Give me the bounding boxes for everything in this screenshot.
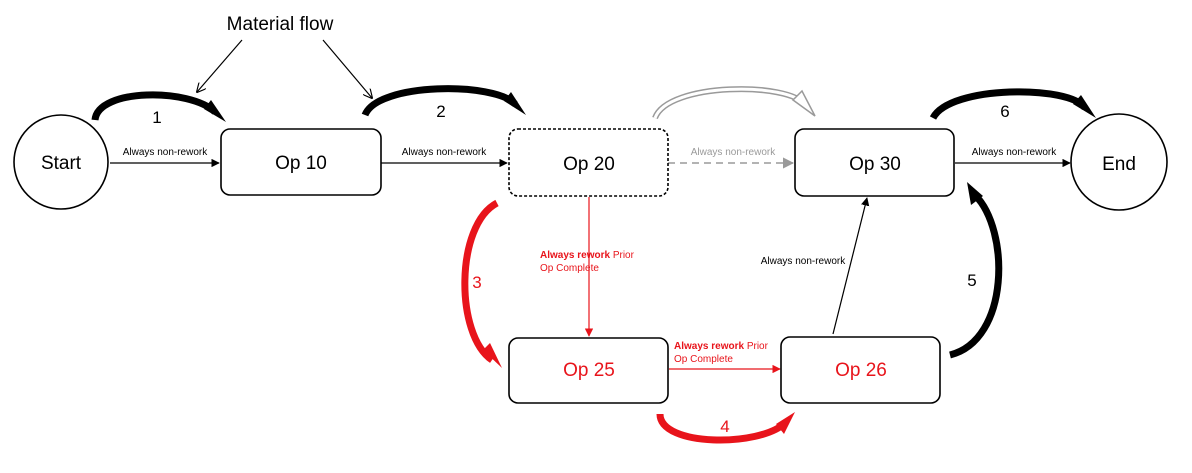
edge-label-op30-end: Always non-rework	[972, 147, 1057, 158]
edge-op26-op30	[832, 197, 870, 335]
node-op25-label: Op 25	[563, 360, 615, 381]
flow-arrowhead-1	[204, 100, 226, 122]
edge-label-op25-op26-rest: Prior	[744, 341, 769, 352]
node-end: End	[1070, 113, 1168, 211]
flow-number-2: 2	[436, 102, 445, 121]
flow-arrow-3	[461, 199, 499, 363]
edge-label-op20-op25-bold: Always rework	[540, 250, 610, 261]
flow-arrow-4	[656, 413, 788, 444]
node-op20: Op 20	[508, 128, 669, 197]
node-start-label: Start	[41, 153, 82, 174]
flow-number-1: 1	[152, 108, 161, 127]
flow-arrowhead-4	[776, 412, 795, 434]
node-end-label: End	[1102, 154, 1136, 175]
node-op25: Op 25	[508, 337, 669, 404]
node-op30-label: Op 30	[849, 154, 901, 175]
edge-label-op20-op25-line2: Op Complete	[540, 263, 599, 274]
flow-arrowhead-3	[483, 343, 502, 368]
flow-arrowhead-2	[504, 92, 526, 115]
node-start: Start	[13, 114, 109, 210]
title-pointer-right	[322, 39, 372, 98]
diagram-title: Material flow	[227, 14, 334, 35]
edge-label-op25-op26-bold: Always rework	[674, 341, 744, 352]
flow-arrowhead-6	[1073, 95, 1096, 118]
flow-arrow-6	[929, 88, 1088, 121]
flow-arrowhead-gray	[791, 89, 816, 117]
flow-arrow-1	[91, 91, 218, 121]
flow-number-3: 3	[472, 273, 481, 292]
node-op26: Op 26	[780, 336, 941, 404]
node-op10-label: Op 10	[275, 153, 327, 174]
title-pointer-left	[197, 39, 243, 92]
flow-arrowhead-5	[967, 182, 983, 205]
flow-arrow-2	[361, 85, 518, 117]
edge-label-start-op10: Always non-rework	[123, 147, 208, 158]
node-op10: Op 10	[220, 128, 382, 196]
flow-number-5: 5	[967, 271, 976, 290]
node-op20-label: Op 20	[563, 154, 615, 175]
flow-number-4: 4	[720, 417, 729, 436]
edge-label-op25-op26: Always rework Prior	[674, 341, 769, 352]
edge-label-op20-op25-rest: Prior	[610, 250, 635, 261]
flow-arrow-gray-inner	[653, 87, 807, 119]
edge-label-op10-op20: Always non-rework	[402, 147, 487, 158]
edge-label-op26-op30: Always non-rework	[761, 256, 846, 267]
node-op26-label: Op 26	[835, 360, 887, 381]
edge-label-op25-op26-line2: Op Complete	[674, 354, 733, 365]
node-op30: Op 30	[794, 128, 955, 197]
edge-label-op20-op30: Always non-rework	[691, 147, 776, 158]
flow-number-6: 6	[1000, 102, 1009, 121]
flow-arrow-5	[948, 192, 1003, 359]
edge-label-op20-op25: Always rework Prior	[540, 250, 635, 261]
